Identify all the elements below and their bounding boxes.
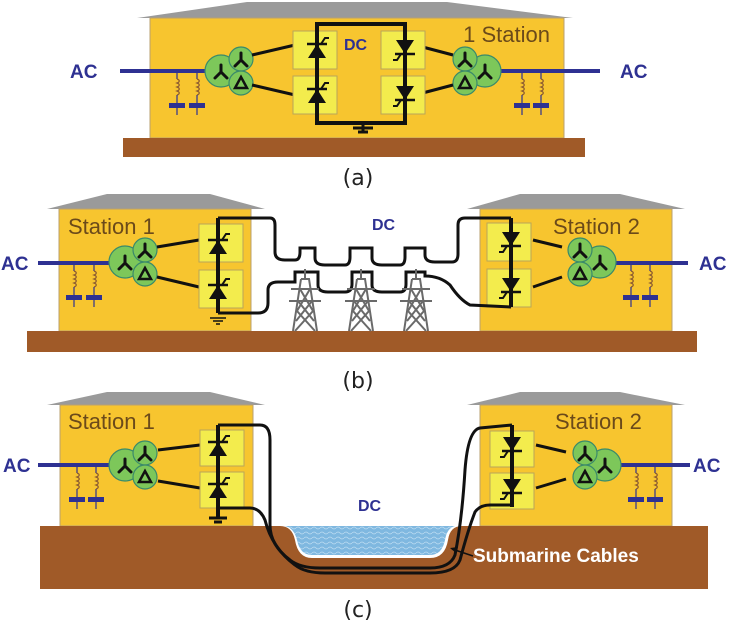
roof [467, 194, 685, 209]
seabed-ground [40, 526, 708, 589]
station-label: 1 Station [463, 22, 550, 47]
ac-label-left: AC [1, 254, 29, 275]
ac-label-right: AC [693, 456, 721, 477]
station-label-2: Station 2 [553, 214, 640, 239]
panel-c: Station 1 Station 2 AC AC [3, 392, 721, 623]
caption-a: (a) [343, 166, 374, 191]
station-label-2: Station 2 [555, 409, 642, 434]
ac-label-left: AC [70, 62, 98, 83]
dc-label: DC [358, 498, 382, 515]
ac-label-left: AC [3, 456, 31, 477]
panel-a: 1 Station AC AC DC (a [70, 2, 648, 191]
valve-box [199, 471, 245, 509]
roof [47, 392, 265, 405]
ground [123, 138, 585, 157]
ac-label-right: AC [620, 62, 648, 83]
caption-c: (c) [343, 598, 372, 623]
dc-label: DC [344, 37, 368, 54]
valve-box [199, 429, 245, 467]
dc-loop [315, 22, 407, 125]
submarine-cable-2 [218, 503, 512, 575]
ground-icon [209, 516, 227, 524]
station-label-1: Station 1 [68, 409, 155, 434]
ac-label-right: AC [699, 254, 727, 275]
roof [47, 194, 265, 209]
valve-box [198, 269, 244, 309]
caption-b: (b) [342, 369, 373, 394]
overhead-line-lower [218, 270, 512, 315]
panel-b: Station 1 Station 2 AC AC [1, 194, 727, 394]
valve-box [198, 223, 244, 263]
roof [467, 392, 685, 405]
submarine-cable-1 [218, 423, 513, 570]
dc-label: DC [372, 217, 396, 234]
submarine-cables-label: Submarine Cables [473, 546, 639, 567]
station-label-1: Station 1 [68, 214, 155, 239]
roof [137, 2, 573, 18]
ground-icon [353, 123, 373, 134]
ground [27, 331, 697, 352]
ground-icon [210, 317, 226, 325]
sea-water [285, 526, 455, 555]
overhead-line-upper [218, 216, 511, 267]
